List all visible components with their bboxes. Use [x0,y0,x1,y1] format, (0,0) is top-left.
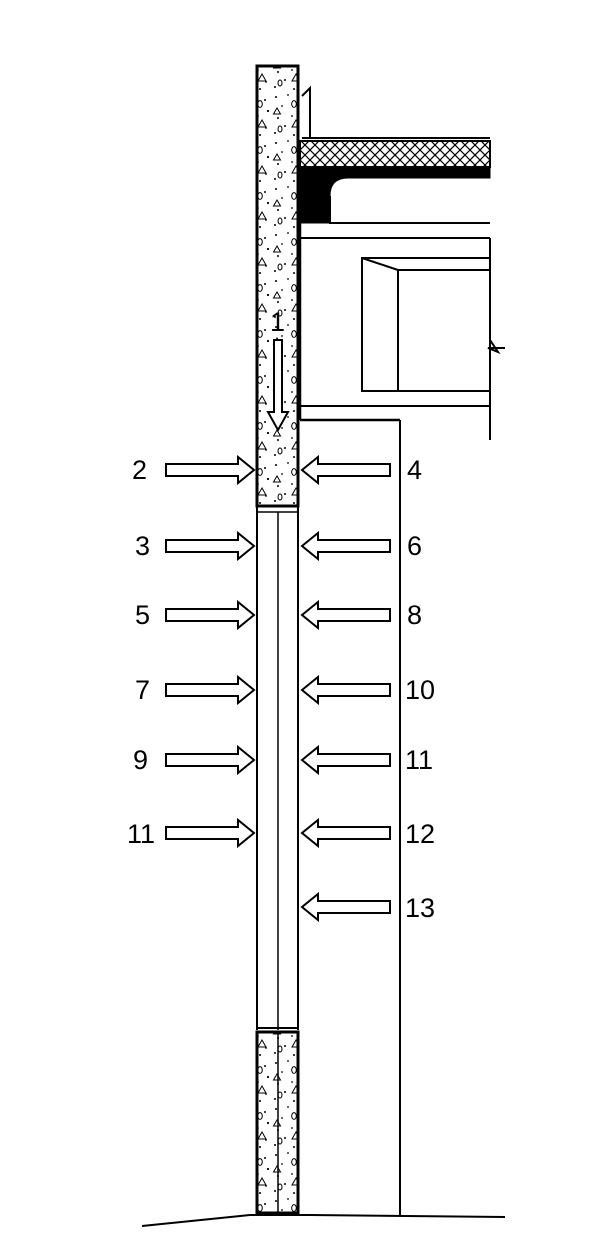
arrow-right-10 [300,674,391,706]
arrow-left-9 [165,744,256,776]
label-8: 8 [407,600,422,630]
label-7: 7 [135,675,150,705]
label-11-left: 11 [127,819,155,849]
roof-slab [298,166,491,420]
roof-insulation-layer [299,137,491,168]
ground-line [141,1214,506,1227]
arrow-left-5 [165,599,256,631]
arrow-left-2 [165,454,256,486]
arrow-right-8 [300,599,391,631]
arrow-right-11 [300,744,391,776]
label-3: 3 [135,531,150,561]
label-10: 10 [405,675,435,705]
arrow-1-down [266,339,290,433]
upper-concrete-panel [255,64,300,508]
arrow-left-11 [165,817,256,849]
lower-concrete-panel [255,1030,300,1215]
right-arrows [300,454,391,923]
label-12: 12 [405,819,435,849]
ceiling-beam [361,257,491,392]
label-13: 13 [405,893,435,923]
label-6: 6 [407,531,422,561]
top-flashing [301,85,311,138]
label-9: 9 [133,745,148,775]
callout-labels: 1 2 3 5 7 9 11 4 6 8 10 11 12 13 [127,307,435,923]
label-5: 5 [135,600,150,630]
arrow-right-12 [300,817,391,849]
arrow-left-7 [165,674,256,706]
arrow-right-4 [300,454,391,486]
arrow-right-13 [300,891,391,923]
label-1: 1 [270,307,285,337]
label-11-right: 11 [405,745,433,775]
label-4: 4 [407,455,422,485]
arrow-left-3 [165,530,256,562]
left-arrows [165,454,256,849]
break-line [487,336,505,355]
arrow-right-6 [300,530,391,562]
label-2: 2 [132,455,147,485]
window-wall [256,506,299,1030]
